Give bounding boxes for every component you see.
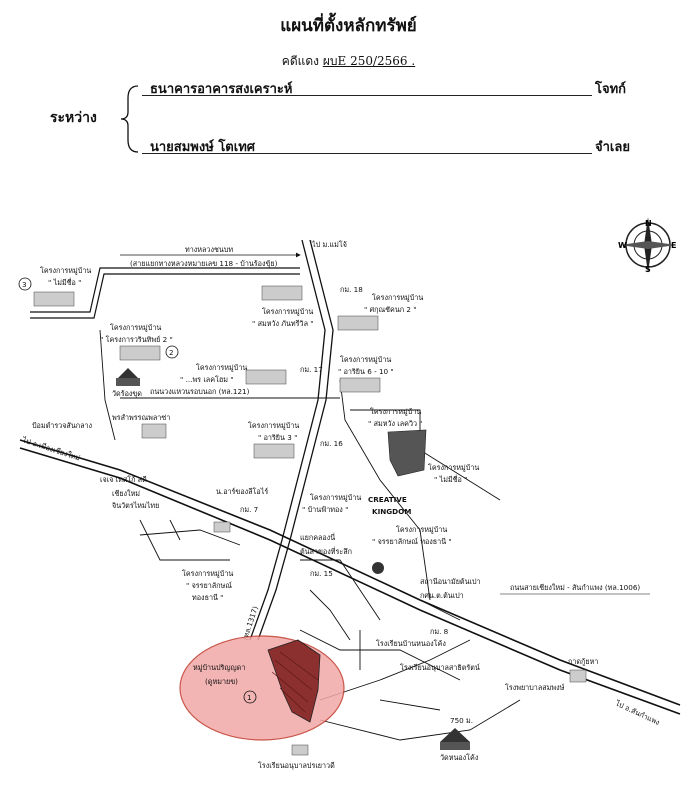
plaintiff-underline — [142, 95, 592, 96]
case-prefix: คดีแดง — [281, 54, 320, 68]
label-project-ar-title: โครงการหมู่บ้าน — [340, 355, 391, 364]
compass-e: E — [671, 241, 676, 250]
label-project-2-name: " โครงการวรินทิพย์ 2 " — [100, 335, 173, 344]
case-number: ผบE 250/2566 . — [322, 54, 416, 68]
village-2-icon — [119, 345, 161, 361]
label-chiangmai: เชียงใหม่ — [112, 489, 140, 498]
label-subdistrict: กศน.ต.ต้นเปา — [420, 591, 464, 600]
plaintiff-role: โจทก์ — [595, 82, 627, 97]
label-project-3-title: โครงการหมู่บ้าน — [40, 266, 91, 275]
label-project-js-name: " จรรยาลักษณ์ ทองธานี " — [372, 537, 452, 546]
label-km7: กม. 7 — [240, 505, 258, 514]
label-chinwat: จินวัตรไหมไทย — [112, 501, 159, 510]
subject-property: หมู่บ้านปริญญดา (ดูหมายข) 1 — [179, 635, 345, 741]
label-project-2-title: โครงการหมู่บ้าน — [110, 323, 161, 332]
subject-note: (ดูหมายข) — [205, 677, 238, 686]
subject-marker — [243, 690, 257, 704]
label-store: พรสำพรรณพลาซ่า — [112, 413, 170, 422]
label-project-jl-name: " จรรยาลักษณ์ — [186, 581, 232, 590]
label-project-kn-name: " ศกุณชัคนก 2 " — [364, 305, 417, 314]
brace — [120, 85, 139, 153]
label-market: ต้นสาของที่ระลึก — [300, 547, 352, 556]
label-project-nn-name: " ไม่มีชื่อ " — [434, 475, 467, 484]
rural-road: ทางหลวงชนบท (สายแยกทางหลวงหมายเลข 118 - … — [30, 245, 301, 319]
label-wat-rongsu: วัดร้องขุด — [112, 389, 142, 398]
secondary-roads — [99, 329, 521, 741]
label-km8: กม. 8 — [430, 627, 449, 636]
map-labels: โครงการหมู่บ้าน " ไม่มีชื่อ " 3 โครงการห… — [18, 266, 598, 770]
defendant-name: นายสมพงษ์ โตเทศ — [150, 140, 256, 155]
label-project-sp-title: โครงการหมู่บ้าน — [196, 363, 247, 372]
label-project-sw-title: โครงการหมู่บ้าน — [262, 307, 313, 316]
label-num-3: 3 — [22, 280, 27, 289]
ring-road-label: ถนนวงแหวนรอบนอก (ทล.121) — [150, 387, 250, 396]
defendant-underline — [142, 153, 592, 154]
label-km18: กม. 18 — [340, 285, 363, 294]
label-project-kn-title: โครงการหมู่บ้าน — [372, 293, 423, 302]
label-project-jl-title: โครงการหมู่บ้าน — [182, 569, 233, 578]
label-project-nn-title: โครงการหมู่บ้าน — [428, 463, 479, 472]
label-project-lk-name: " สมหวัง เลควิว " — [368, 419, 423, 428]
label-project-3-name: " ไม่มีชื่อ " — [48, 278, 81, 287]
label-lake-junction: แยกคลองนี่ — [300, 533, 335, 542]
compass-s: S — [645, 265, 651, 274]
label-project-pt-title: โครงการหมู่บ้าน — [310, 493, 361, 502]
label-tesco: เจเจ เทสโก้ สดี — [100, 475, 147, 484]
subject-name: หมู่บ้านปริญญดา — [193, 663, 245, 672]
label-police: ป้อมตำรวจสันกลาง — [32, 421, 92, 430]
compass-w: W — [618, 241, 627, 250]
compass-n: N — [645, 219, 652, 228]
market-icon — [372, 562, 384, 574]
label-project-ar-name: " อาริยิน 6 - 10 " — [338, 367, 394, 376]
label-project-sp-name: " ...พร เลคโฮม " — [180, 375, 234, 384]
label-project-sw-name: " สมหวัง ภันทรีวิล " — [252, 319, 314, 328]
label-km17: กม. 17 — [300, 365, 323, 374]
between-label: ระหว่าง — [50, 110, 97, 126]
subject-number: 1 — [247, 693, 252, 702]
label-project-ar3-name: " อาริยิน 3 " — [258, 433, 297, 442]
label-km15: กม. 15 — [310, 569, 333, 578]
label-school-1: โรงเรียนบ้านหนองโค้ง — [376, 639, 446, 648]
label-station: สถานีอนามัยต้นเปา — [420, 577, 481, 586]
page-title: แผนที่ตั้งหลักทรัพย์ — [280, 16, 417, 36]
defendant-role: จำเลย — [595, 140, 630, 155]
label-creative: CREATIVE — [368, 495, 407, 504]
case-number-line: คดีแดง ผบE 250/2566 . — [0, 52, 697, 71]
label-nao: น.อาร์ของลีโอไร์ — [216, 487, 268, 496]
to-sankamphaeng-label: ไป อ.สันกำแพง — [613, 698, 661, 727]
label-temple-right: กาดกู้ยหา — [568, 657, 598, 666]
label-project-lk-title: โครงการหมู่บ้าน — [370, 407, 421, 416]
compass-icon: N S E W — [618, 217, 676, 274]
label-school-3: โรงเรียนอนุบาลปรเยาวดี — [258, 761, 335, 770]
label-km16: กม. 16 — [320, 439, 343, 448]
label-project-pt-name: " บ้านฟ้าทอง " — [302, 505, 348, 514]
rural-road-detail: (สายแยกทางหลวงหมายเลข 118 - บ้านร้องขุ้ย… — [130, 259, 278, 268]
to-chiangmai-label: ไป อ.เมืองเชียงใหม่ — [20, 435, 81, 463]
plaintiff-name: ธนาคารอาคารสงเคราะห์ — [150, 82, 293, 97]
label-wat-nongkong: วัดหนองโค้ง — [440, 753, 478, 762]
lake-icon — [387, 429, 427, 477]
rural-road-name: ทางหลวงชนบท — [185, 245, 233, 254]
label-kingdom: KINGDOM — [372, 507, 411, 516]
label-project-js-title: โครงการหมู่บ้าน — [396, 525, 447, 534]
ring-road: ถนนวงแหวนรอบนอก (ทล.121) — [120, 387, 340, 399]
temple-icon — [118, 368, 138, 378]
distance-label: 750 ม. — [450, 716, 473, 725]
label-num-2: 2 — [169, 348, 174, 357]
sankamphaeng-road-label: ถนนสายเชียงใหม่ - สันกำแพง (ทล.1006) — [510, 583, 640, 592]
to-maejo-label: ไป ม.แม่โจ้ — [311, 240, 347, 249]
label-project-jl-name2: ทองธานี " — [192, 593, 224, 602]
label-school-2: โรงเรียนอนุบาลสาธิตรัตน์ — [400, 663, 480, 672]
village-3-icon — [33, 291, 75, 307]
label-project-ar3-title: โครงการหมู่บ้าน — [248, 421, 299, 430]
label-hotel: โรงพยาบาลสมพงษ์ — [505, 683, 565, 692]
